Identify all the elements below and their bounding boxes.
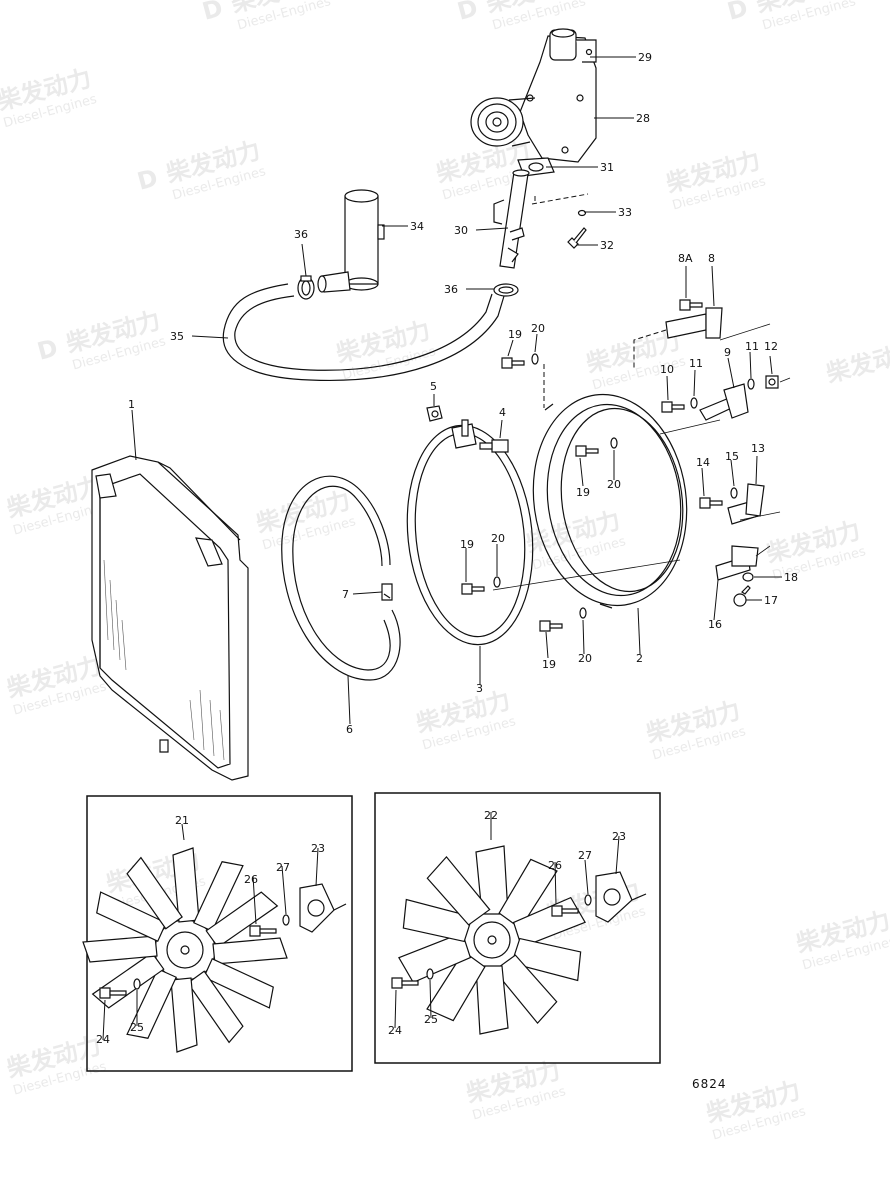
watermark-logo: D bbox=[724, 0, 750, 26]
callout-30: 30 bbox=[454, 224, 468, 237]
callout-29: 29 bbox=[638, 51, 652, 64]
callout-16: 16 bbox=[708, 618, 722, 631]
callout-27: 27 bbox=[578, 849, 592, 862]
radiator bbox=[91, 455, 249, 781]
water-pump bbox=[470, 28, 597, 163]
callout-20: 20 bbox=[491, 532, 505, 545]
callout-31: 31 bbox=[600, 161, 614, 174]
callout-24: 24 bbox=[388, 1024, 402, 1037]
water-pipe bbox=[493, 169, 530, 269]
callout-23: 23 bbox=[612, 830, 626, 843]
callout-labels: 29 28 31 33 32 30 34 36 36 35 8A 8 19 20… bbox=[96, 51, 798, 1046]
callout-9: 9 bbox=[724, 346, 731, 359]
callout-24: 24 bbox=[96, 1033, 110, 1046]
fan-blade-assembly bbox=[398, 845, 586, 1035]
callout-23: 23 bbox=[311, 842, 325, 855]
fan-inset-left bbox=[82, 795, 353, 1072]
fan-screws bbox=[99, 914, 290, 999]
figure-number: 6824 bbox=[692, 1077, 727, 1091]
callout-18: 18 bbox=[784, 571, 798, 584]
watermark-logo: D bbox=[134, 164, 160, 196]
callout-28: 28 bbox=[636, 112, 650, 125]
expansion-tank bbox=[317, 189, 385, 293]
callout-33: 33 bbox=[618, 206, 632, 219]
callout-11: 11 bbox=[745, 340, 759, 353]
callout-7: 7 bbox=[342, 588, 349, 601]
screw bbox=[479, 439, 509, 453]
callout-15: 15 bbox=[725, 450, 739, 463]
hose-clamp bbox=[493, 283, 519, 297]
axis-lines bbox=[492, 323, 791, 591]
callout-26: 26 bbox=[244, 873, 258, 886]
leader-lines bbox=[102, 56, 782, 1041]
callout-27: 27 bbox=[276, 861, 290, 874]
callout-25: 25 bbox=[130, 1021, 144, 1034]
watermark-text-cn: 柴发动力 bbox=[822, 336, 890, 388]
callout-17: 17 bbox=[764, 594, 778, 607]
callout-11: 11 bbox=[689, 357, 703, 370]
callout-36: 36 bbox=[444, 283, 458, 296]
fan-inset-right bbox=[374, 792, 661, 1064]
callout-20: 20 bbox=[531, 322, 545, 335]
pipe-dashed-guide bbox=[531, 193, 589, 205]
washer-and-screw bbox=[567, 209, 587, 249]
callout-8: 8 bbox=[708, 252, 715, 265]
fan-screws bbox=[391, 894, 592, 989]
fan-hub bbox=[299, 883, 347, 933]
callout-21: 21 bbox=[175, 814, 189, 827]
nut bbox=[426, 405, 443, 422]
callout-13: 13 bbox=[751, 442, 765, 455]
hose-clamp bbox=[297, 275, 315, 300]
callout-19: 19 bbox=[576, 486, 590, 499]
callout-19: 19 bbox=[460, 538, 474, 551]
callout-19: 19 bbox=[542, 658, 556, 671]
bracket bbox=[699, 383, 749, 421]
callout-4: 4 bbox=[499, 406, 506, 419]
callout-19: 19 bbox=[508, 328, 522, 341]
fan-blade-assembly bbox=[82, 847, 288, 1053]
callout-1: 1 bbox=[128, 398, 135, 411]
fan-shroud-ring bbox=[532, 393, 688, 609]
watermark-logo: D bbox=[34, 334, 60, 366]
watermark-logo: D bbox=[199, 0, 225, 26]
watermark-logo: D bbox=[454, 0, 480, 26]
sealing-ring bbox=[281, 475, 401, 681]
callout-2: 2 bbox=[636, 652, 643, 665]
callout-32: 32 bbox=[600, 239, 614, 252]
callout-20: 20 bbox=[607, 478, 621, 491]
callout-12: 12 bbox=[764, 340, 778, 353]
callout-22: 22 bbox=[484, 809, 498, 822]
callout-6: 6 bbox=[346, 723, 353, 736]
callout-8A: 8A bbox=[678, 252, 693, 265]
callout-10: 10 bbox=[660, 363, 674, 376]
hardware-set bbox=[461, 299, 779, 632]
bracket bbox=[715, 545, 759, 581]
bracket-dashed-guide bbox=[543, 329, 667, 408]
callout-26: 26 bbox=[548, 859, 562, 872]
bracket bbox=[665, 307, 723, 339]
clamp-band bbox=[406, 419, 534, 646]
coolant-hose bbox=[222, 283, 505, 382]
callout-20: 20 bbox=[578, 652, 592, 665]
callout-25: 25 bbox=[424, 1013, 438, 1026]
callout-35: 35 bbox=[170, 330, 184, 343]
callout-5: 5 bbox=[430, 380, 437, 393]
callout-34: 34 bbox=[410, 220, 424, 233]
callout-14: 14 bbox=[696, 456, 710, 469]
callout-36: 36 bbox=[294, 228, 308, 241]
callout-3: 3 bbox=[476, 682, 483, 695]
